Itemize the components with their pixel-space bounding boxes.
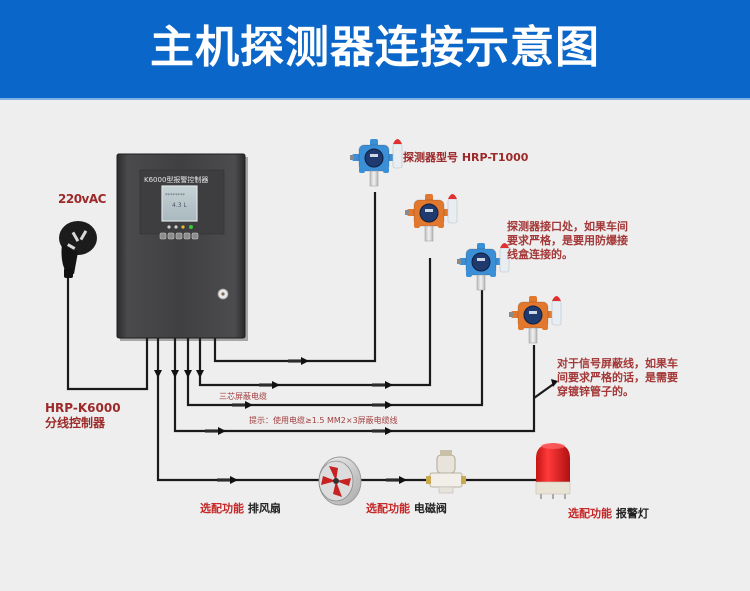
- power-cable: [66, 276, 149, 391]
- optional-alarm-light-label: 选配功能 报警灯: [568, 505, 649, 521]
- exhaust-fan-icon: [318, 456, 362, 506]
- optional-prefix: 选配功能: [366, 502, 410, 515]
- right-arrows: [218, 357, 558, 484]
- optional-name: 报警灯: [615, 507, 649, 520]
- arrow-down: [184, 370, 192, 378]
- header-banner: 主机探测器连接示意图: [0, 0, 750, 100]
- shield-note: 对于信号屏蔽线，如果车间要求严格的话，是需要穿镀锌管子的。: [557, 357, 678, 398]
- detector-2-icon: [405, 194, 458, 242]
- cable-detector-4: [173, 337, 536, 433]
- controller-type-label: 分线控制器: [45, 416, 106, 430]
- detector-1-icon: [350, 139, 403, 187]
- key: [175, 232, 183, 240]
- status-leds: [167, 225, 193, 229]
- arrow-right: [385, 401, 393, 409]
- power-plug-icon: [59, 221, 97, 278]
- arrow-right: [245, 401, 253, 409]
- arrow-right: [301, 357, 309, 365]
- controller-model-label: HRP-K6000: [45, 401, 121, 415]
- key: [167, 232, 175, 240]
- key: [159, 232, 167, 240]
- controller-box: [116, 153, 248, 341]
- controller-panel-title: K6000型报警控制器: [144, 176, 209, 184]
- led: [174, 225, 178, 229]
- three-core-cable-label: 三芯屏蔽电缆: [219, 392, 267, 401]
- key: [191, 232, 199, 240]
- interface-note: 探测器接口处，如果车间要求严格，是要用防爆接线盒连接的。: [507, 220, 628, 261]
- arrow-right: [230, 476, 238, 484]
- led: [189, 225, 193, 229]
- detector-model-label: 探测器型号 HRP-T1000: [403, 151, 529, 164]
- arrow-right: [399, 476, 407, 484]
- optional-fan-label: 选配功能 排风扇: [200, 500, 281, 516]
- optional-name: 排风扇: [247, 502, 281, 515]
- power-label: 220vAC: [58, 192, 106, 206]
- detector-3-icon: [457, 243, 510, 291]
- arrow-right: [385, 427, 393, 435]
- cable-tip-label: 提示：使用电缆≥1.5 MM2×3屏蔽电缆线: [249, 416, 398, 425]
- cable-detector-2: [198, 258, 432, 387]
- controller-screen-line2: 4.3 L: [172, 202, 187, 209]
- key: [183, 232, 191, 240]
- arrow-right: [385, 381, 393, 389]
- keypad: [159, 232, 199, 240]
- page-title: 主机探测器连接示意图: [150, 22, 600, 73]
- arrow-down: [171, 370, 179, 378]
- solenoid-valve-icon: [426, 450, 466, 494]
- arrow-upright: [551, 379, 558, 387]
- optional-prefix: 选配功能: [568, 507, 612, 520]
- alarm-light-icon: [535, 443, 571, 499]
- led: [167, 225, 171, 229]
- arrow-down: [196, 370, 204, 378]
- cable-optional-devices: [156, 337, 545, 482]
- controller-screen-line1: ********: [165, 193, 185, 199]
- controller-screen: [161, 185, 198, 222]
- wires: [66, 192, 556, 482]
- arrow-down: [154, 370, 162, 378]
- down-arrows: [154, 370, 204, 378]
- shield-note-pointer: [533, 382, 556, 399]
- arrow-right: [218, 427, 226, 435]
- arrow-right: [272, 381, 280, 389]
- optional-name: 电磁阀: [413, 502, 447, 515]
- optional-prefix: 选配功能: [200, 502, 244, 515]
- arrow-shafts: [205, 359, 399, 482]
- led: [181, 225, 185, 229]
- detector-4-icon: [509, 296, 562, 344]
- optional-valve-label: 选配功能 电磁阀: [366, 500, 447, 516]
